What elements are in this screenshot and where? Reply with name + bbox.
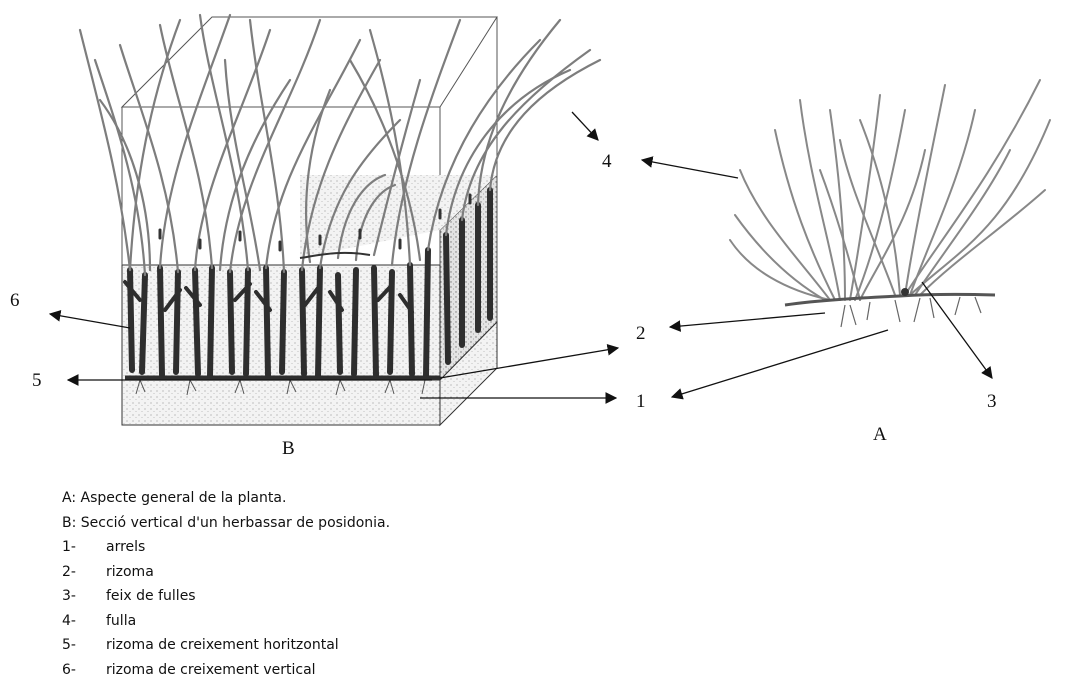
plant-a [730, 80, 1050, 327]
legend-key: 5- [62, 633, 106, 658]
legend-intro-a: A: Aspecte general de la planta. [62, 486, 390, 511]
legend-text: rizoma de creixement horitzontal [106, 637, 339, 653]
legend-key: 3- [62, 584, 106, 609]
legend-item: 6-rizoma de creixement vertical [62, 658, 390, 683]
legend-key: 1- [62, 535, 106, 560]
arrow-1-a [672, 330, 888, 397]
legend-item: 3-feix de fulles [62, 584, 390, 609]
label-4: 4 [602, 151, 612, 173]
legend-key: 2- [62, 560, 106, 585]
legend-key: 6- [62, 658, 106, 683]
legend-key: 4- [62, 609, 106, 634]
plant-leaves [730, 80, 1050, 300]
arrow-4-a [642, 160, 738, 178]
legend-intro-b: B: Secció vertical d'un herbassar de pos… [62, 511, 390, 536]
legend-text: feix de fulles [106, 588, 196, 604]
legend-item: 1-arrels [62, 535, 390, 560]
legend-item: 5-rizoma de creixement horitzontal [62, 633, 390, 658]
arrow-2-a [670, 313, 825, 327]
arrow-6 [50, 314, 130, 328]
arrow-4-b [572, 112, 598, 140]
label-3: 3 [987, 391, 997, 413]
legend-text: fulla [106, 613, 136, 629]
legend-item: 4-fulla [62, 609, 390, 634]
legend: A: Aspecte general de la planta. B: Secc… [62, 486, 390, 682]
legend-text: arrels [106, 539, 145, 555]
label-b: B [282, 438, 295, 460]
block-top-face [122, 17, 497, 107]
legend-text: rizoma [106, 564, 154, 580]
legend-text: rizoma de creixement vertical [106, 662, 316, 678]
legend-item: 2-rizoma [62, 560, 390, 585]
label-a: A [873, 424, 887, 446]
label-5: 5 [32, 370, 42, 392]
label-6: 6 [10, 290, 20, 312]
arrow-3 [922, 282, 992, 378]
label-1: 1 [636, 391, 646, 413]
block-b [80, 15, 600, 425]
label-2: 2 [636, 323, 646, 345]
